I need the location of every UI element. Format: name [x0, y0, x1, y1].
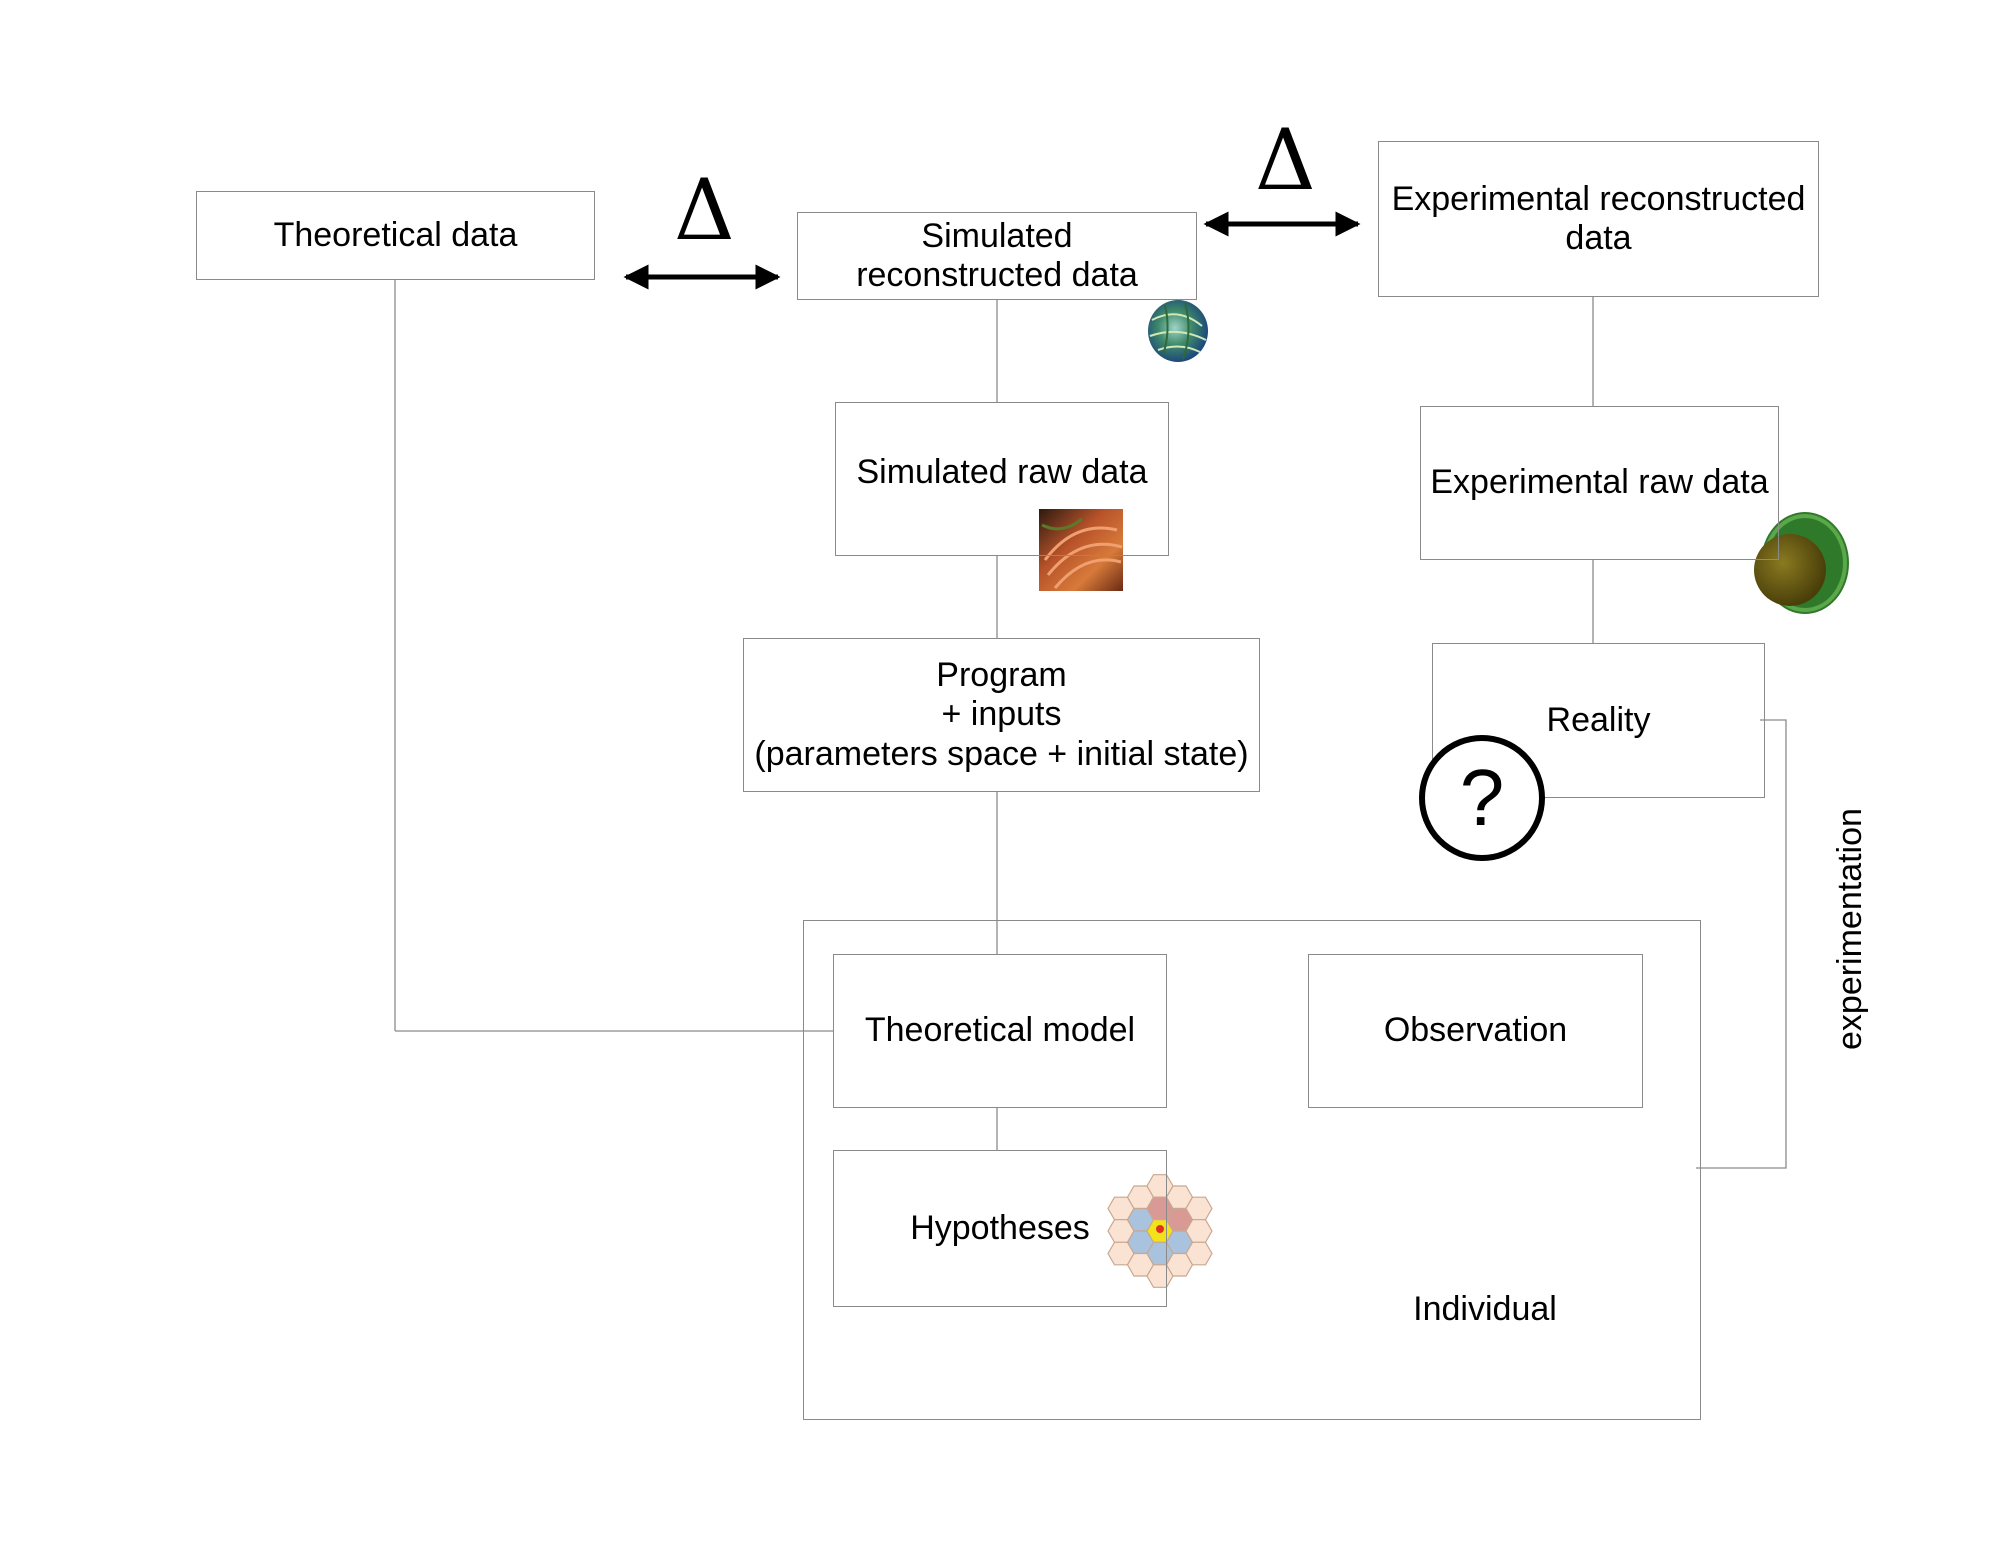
program-line2: + inputs — [941, 695, 1062, 734]
simulated-raw-label: Simulated raw data — [856, 453, 1148, 492]
question-circle-icon: ? — [1419, 735, 1545, 861]
hex-center-dot — [1156, 1225, 1164, 1233]
observation-label: Observation — [1383, 1011, 1568, 1050]
theoretical-model-box[interactable]: Theoretical model — [833, 954, 1167, 1108]
experimental-reconstructed-line1: Experimental reconstructed — [1391, 179, 1806, 218]
reality-box[interactable]: Reality — [1432, 643, 1765, 798]
theoretical-data-label: Theoretical data — [273, 215, 518, 254]
embryo-icon — [1754, 512, 1849, 614]
hypotheses-label: Hypotheses — [910, 1208, 1090, 1247]
delta-symbol-left: Δ — [674, 161, 735, 259]
reality-label: Reality — [1546, 700, 1651, 739]
experimental-reconstructed-box[interactable]: Experimental reconstructed data — [1378, 141, 1819, 297]
theoretical-data-box[interactable]: Theoretical data — [196, 191, 595, 280]
connector-lines — [394, 280, 1787, 1169]
cell-sphere-icon — [1148, 300, 1208, 362]
theoretical-model-label: Theoretical model — [864, 1011, 1136, 1050]
delta-symbol-right: Δ — [1255, 111, 1316, 209]
program-line1: Program — [936, 656, 1067, 695]
simulated-reconstructed-line2: reconstructed data — [856, 256, 1138, 294]
experimental-raw-box[interactable]: Experimental raw data — [1420, 406, 1779, 560]
observation-box[interactable]: Observation — [1308, 954, 1643, 1108]
program-line3: (parameters space + initial state) — [754, 734, 1249, 773]
hypotheses-box[interactable]: Hypotheses — [833, 1150, 1167, 1307]
program-box[interactable]: Program + inputs (parameters space + ini… — [743, 638, 1260, 792]
experimentation-label: experimentation — [1831, 808, 1869, 1050]
individual-box[interactable] — [803, 920, 1701, 1420]
hex-cell — [1185, 1241, 1213, 1266]
experimental-raw-label: Experimental raw data — [1430, 463, 1769, 502]
simulated-raw-box[interactable]: Simulated raw data — [835, 402, 1169, 556]
line-experimentation-loop — [1696, 719, 1787, 1169]
experimental-reconstructed-line2: data — [1565, 219, 1632, 257]
simulated-reconstructed-line1: Simulated — [921, 216, 1073, 255]
question-mark: ? — [1459, 753, 1505, 842]
tissue-image-icon — [1039, 509, 1123, 591]
simulated-reconstructed-box[interactable]: Simulated reconstructed data — [797, 212, 1197, 300]
individual-label: Individual — [1413, 1290, 1557, 1328]
